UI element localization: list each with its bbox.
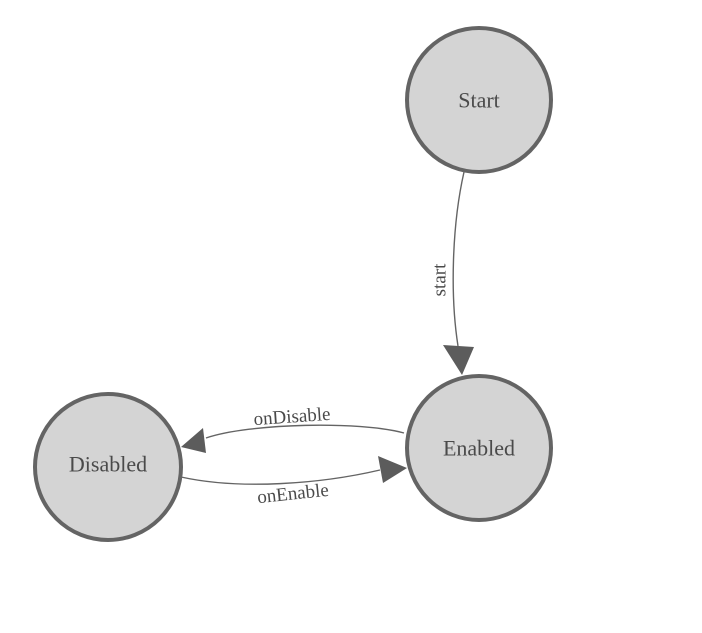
state-node-start-circle[interactable] bbox=[405, 26, 553, 174]
state-node-disabled-circle[interactable] bbox=[33, 392, 183, 542]
state-node-enabled-circle[interactable] bbox=[405, 374, 553, 522]
edge-start-line bbox=[452, 171, 465, 347]
edge-disabled-to-enabled: onEnable bbox=[180, 456, 407, 508]
arrowhead-into-disabled-icon bbox=[181, 428, 206, 453]
state-node-enabled[interactable]: Enabled bbox=[405, 374, 553, 522]
edge-onenable-line bbox=[180, 469, 381, 485]
edge-enabled-to-disabled: onDisable bbox=[181, 404, 405, 453]
edge-label-ondisable: onDisable bbox=[253, 404, 331, 430]
edge-start-to-enabled: start bbox=[430, 171, 474, 375]
state-node-start-label: Start bbox=[458, 88, 500, 113]
state-node-enabled-label: Enabled bbox=[443, 436, 515, 461]
edge-label-start: start bbox=[430, 263, 451, 296]
state-node-disabled[interactable]: Disabled bbox=[33, 392, 183, 542]
edge-ondisable-line bbox=[205, 424, 405, 439]
state-node-disabled-label: Disabled bbox=[69, 452, 147, 477]
state-node-start[interactable]: Start bbox=[405, 26, 553, 174]
arrowhead-into-enabled-left-icon bbox=[378, 456, 407, 483]
arrowhead-into-enabled-top-icon bbox=[443, 345, 474, 375]
